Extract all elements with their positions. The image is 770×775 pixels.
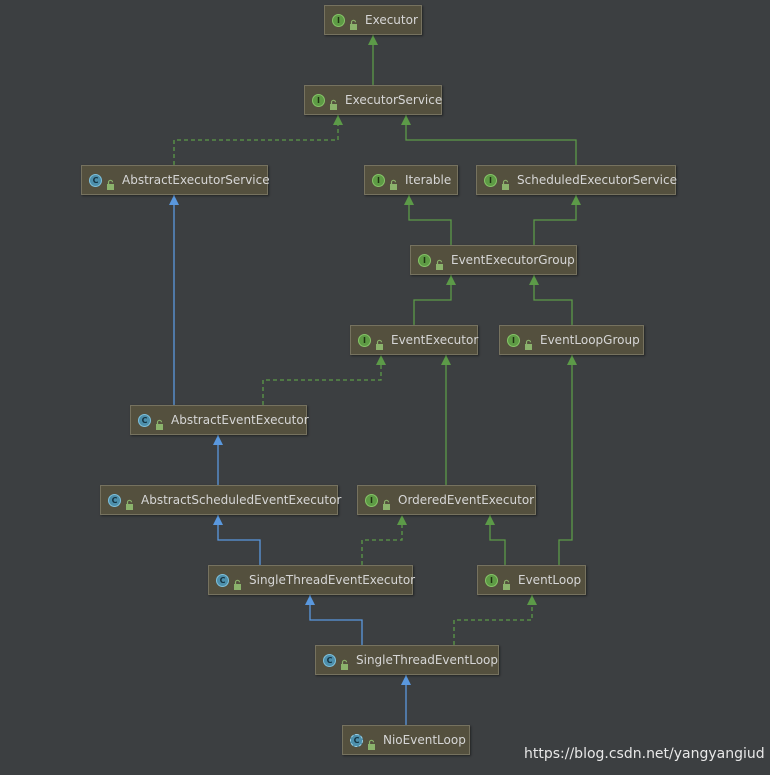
- node-label: AbstractExecutorService: [122, 173, 270, 187]
- node-nio-event-loop[interactable]: C NioEventLoop: [342, 725, 470, 755]
- visibility-lock-icon: [329, 95, 338, 110]
- class-icon: C: [138, 413, 151, 427]
- class-icon: C: [89, 173, 102, 187]
- visibility-lock-icon: [435, 255, 444, 270]
- node-iterable[interactable]: I Iterable: [364, 165, 458, 195]
- class-icon: C: [216, 573, 229, 587]
- visibility-lock-icon: [389, 175, 398, 190]
- node-label: ExecutorService: [345, 93, 443, 107]
- edge-event-executor-group-to-iterable: [404, 195, 452, 245]
- node-label: EventExecutor: [391, 333, 479, 347]
- visibility-lock-icon: [524, 335, 533, 350]
- interface-icon: I: [485, 573, 498, 587]
- node-ordered-event-executor[interactable]: I OrderedEventExecutor: [357, 485, 536, 515]
- node-label: OrderedEventExecutor: [398, 493, 535, 507]
- visibility-lock-icon: [502, 575, 511, 590]
- visibility-lock-icon: [501, 175, 510, 190]
- visibility-lock-icon: [125, 495, 134, 510]
- edge-layer: [169, 35, 581, 725]
- node-label: EventExecutorGroup: [451, 253, 575, 267]
- visibility-lock-icon: [375, 335, 384, 350]
- edge-abstract-event-executor-to-event-executor: [262, 355, 386, 405]
- interface-icon: I: [507, 333, 520, 347]
- edge-single-thread-event-loop-to-event-loop: [453, 595, 537, 645]
- edge-scheduled-executor-service-to-executor-service: [401, 115, 577, 165]
- edge-single-thread-event-executor-to-ordered-event-executor: [361, 515, 407, 565]
- node-label: ScheduledExecutorService: [517, 173, 677, 187]
- node-executor[interactable]: I Executor: [324, 5, 422, 35]
- edge-event-loop-to-event-loop-group: [558, 355, 577, 565]
- node-label: Iterable: [405, 173, 452, 187]
- interface-icon: I: [418, 253, 431, 267]
- interface-icon: I: [332, 13, 345, 27]
- visibility-lock-icon: [340, 655, 349, 670]
- node-single-thread-event-executor[interactable]: C SingleThreadEventExecutor: [208, 565, 416, 595]
- interface-icon: I: [358, 333, 371, 347]
- node-label: EventLoop: [518, 573, 582, 587]
- interface-icon: I: [365, 493, 378, 507]
- visibility-lock-icon: [233, 575, 242, 590]
- edge-single-thread-event-executor-to-abstract-scheduled-event-executor: [213, 515, 261, 565]
- node-event-loop-group[interactable]: I EventLoopGroup: [499, 325, 644, 355]
- interface-icon: I: [372, 173, 385, 187]
- node-label: EventLoopGroup: [540, 333, 640, 347]
- watermark: https://blog.csdn.net/yangyangiud: [524, 746, 765, 762]
- node-label: SingleThreadEventExecutor: [249, 573, 416, 587]
- visibility-lock-icon: [155, 415, 164, 430]
- visibility-lock-icon: [382, 495, 391, 510]
- edge-event-loop-group-to-event-executor-group: [529, 275, 573, 325]
- interface-icon: I: [484, 173, 497, 187]
- edge-event-executor-to-event-executor-group: [413, 275, 456, 325]
- node-single-thread-event-loop[interactable]: C SingleThreadEventLoop: [315, 645, 499, 675]
- visibility-lock-icon: [106, 175, 115, 190]
- node-label: NioEventLoop: [383, 733, 466, 747]
- visibility-lock-icon: [349, 15, 358, 30]
- node-abstract-event-executor[interactable]: C AbstractEventExecutor: [130, 405, 309, 435]
- node-label: Executor: [365, 13, 418, 27]
- node-label: AbstractEventExecutor: [171, 413, 309, 427]
- node-event-executor[interactable]: I EventExecutor: [350, 325, 478, 355]
- class-icon: C: [350, 733, 363, 747]
- node-executor-service[interactable]: I ExecutorService: [304, 85, 442, 115]
- edge-abstract-executor-service-to-executor-service: [173, 115, 343, 165]
- edge-single-thread-event-loop-to-single-thread-event-executor: [305, 595, 363, 645]
- class-icon: C: [108, 493, 121, 507]
- node-label: SingleThreadEventLoop: [356, 653, 499, 667]
- node-label: AbstractScheduledEventExecutor: [141, 493, 342, 507]
- edge-event-loop-to-ordered-event-executor: [485, 515, 506, 565]
- visibility-lock-icon: [367, 735, 376, 750]
- node-abstract-scheduled-event-executor[interactable]: C AbstractScheduledEventExecutor: [100, 485, 342, 515]
- interface-icon: I: [312, 93, 325, 107]
- node-abstract-executor-service[interactable]: C AbstractExecutorService: [81, 165, 270, 195]
- node-event-loop[interactable]: I EventLoop: [477, 565, 586, 595]
- class-icon: C: [323, 653, 336, 667]
- edge-event-executor-group-to-scheduled-executor-service: [533, 195, 581, 245]
- node-scheduled-executor-service[interactable]: I ScheduledExecutorService: [476, 165, 677, 195]
- node-event-executor-group[interactable]: I EventExecutorGroup: [410, 245, 577, 275]
